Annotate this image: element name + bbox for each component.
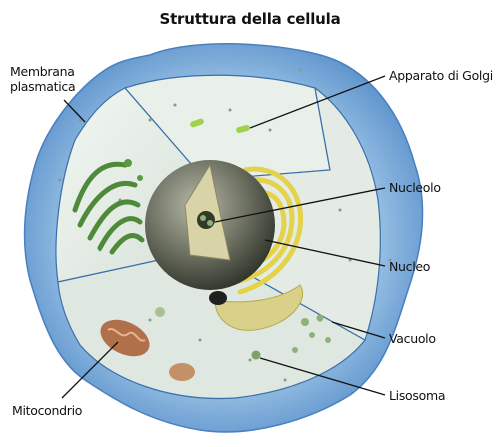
label-apparato-golgi: Apparato di Golgi: [389, 68, 493, 83]
leader-nucleo: [264, 239, 386, 267]
leader-lisosoma: [259, 357, 386, 396]
label-vacuolo: Vacuolo: [389, 331, 436, 346]
endoplasmic-reticulum: [72, 161, 145, 255]
golgi-vesicle: [190, 118, 204, 128]
label-membrana-line2: plasmatica: [10, 79, 76, 94]
cytoplasm-granules: [58, 68, 392, 382]
leader-mitocondrio: [61, 341, 119, 399]
cytoplasm-bottom-face: [57, 249, 366, 400]
leader-membrana: [63, 99, 86, 123]
leader-golgi: [249, 75, 386, 129]
vesicle: [209, 291, 227, 305]
vesicle: [155, 307, 165, 317]
label-lisosoma: Lisosoma: [389, 388, 446, 403]
golgi-cisterna: [214, 284, 304, 331]
vacuoles: [292, 314, 331, 353]
leader-vacuolo: [331, 321, 386, 339]
label-mitocondrio: Mitocondrio: [12, 403, 83, 418]
ribosome: [124, 159, 132, 167]
page-title: Struttura della cellula: [159, 10, 341, 28]
lysosome: [251, 350, 261, 360]
golgi-vesicle: [236, 124, 250, 134]
label-nucleo: Nucleo: [389, 259, 431, 274]
ribosome: [137, 175, 143, 181]
leader-lines: [61, 75, 386, 399]
label-membrana-plasmatica: Membrana plasmatica: [10, 64, 76, 94]
mitochondrion-small: [169, 363, 195, 381]
leader-nucleolo: [214, 187, 386, 223]
label-nucleolo: Nucleolo: [389, 180, 441, 195]
label-membrana-line1: Membrana: [10, 64, 75, 79]
nucleolus: [197, 211, 215, 229]
